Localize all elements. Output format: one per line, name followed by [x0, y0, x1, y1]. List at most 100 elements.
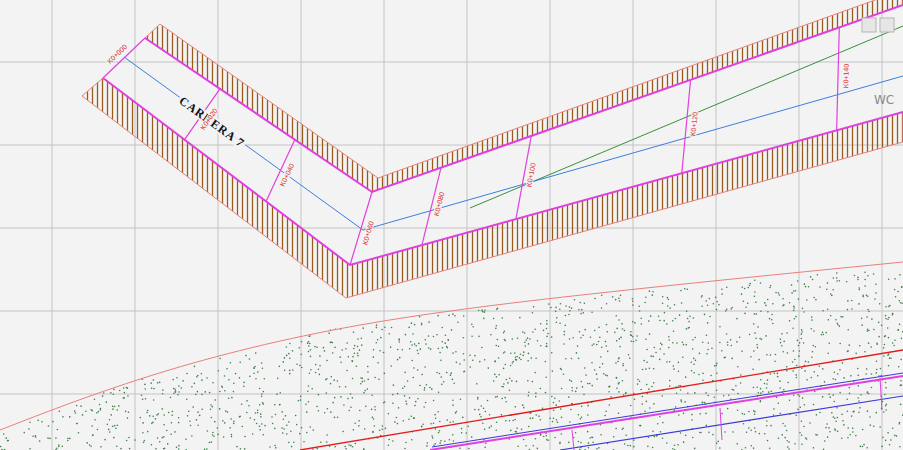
vegetation-dot: [599, 336, 601, 338]
vegetation-dot: [882, 437, 884, 439]
vegetation-dot: [282, 361, 284, 363]
vegetation-dot: [289, 343, 291, 345]
vegetation-dot: [771, 314, 773, 316]
vegetation-dot: [128, 411, 130, 413]
vegetation-dot: [786, 440, 788, 442]
vegetation-dot: [716, 363, 718, 365]
vegetation-dot: [166, 430, 168, 432]
vegetation-dot: [687, 327, 689, 329]
vegetation-dot: [74, 410, 76, 412]
vegetation-dot: [244, 448, 246, 450]
vegetation-dot: [652, 291, 654, 293]
vegetation-dot: [866, 295, 868, 297]
vegetation-dot: [797, 409, 799, 411]
vegetation-dot: [178, 445, 180, 447]
vegetation-dot: [452, 399, 454, 401]
vegetation-dot: [444, 440, 446, 442]
vegetation-dot: [512, 361, 514, 363]
vegetation-dot: [452, 404, 454, 406]
vegetation-dot: [333, 379, 335, 381]
vegetation-dot: [708, 432, 710, 434]
vegetation-dot: [736, 318, 738, 320]
vegetation-dot: [579, 331, 581, 333]
vegetation-dot: [451, 329, 453, 331]
vegetation-dot: [716, 442, 718, 444]
vegetation-dot: [569, 310, 571, 312]
vegetation-dot: [401, 349, 403, 351]
vegetation-dot: [870, 346, 872, 348]
vegetation-dot: [144, 388, 146, 390]
vegetation-dot: [888, 306, 890, 308]
vegetation-dot: [884, 335, 886, 337]
vegetation-dot: [552, 421, 554, 423]
vegetation-dot: [225, 410, 227, 412]
vegetation-dot: [478, 409, 480, 411]
vegetation-dot: [620, 337, 622, 339]
vegetation-dot: [646, 361, 648, 363]
vegetation-dot: [554, 397, 556, 399]
vegetation-dot: [643, 360, 645, 362]
vegetation-dot: [753, 323, 755, 325]
vegetation-dot: [330, 411, 332, 413]
vegetation-dot: [902, 414, 903, 416]
vegetation-dot: [90, 409, 92, 411]
vegetation-dot: [839, 280, 841, 282]
vegetation-dot: [178, 385, 180, 387]
vegetation-dot: [848, 344, 850, 346]
vegetation-dot: [261, 423, 263, 425]
vegetation-dot: [126, 387, 128, 389]
vegetation-dot: [456, 411, 458, 413]
vegetation-dot: [367, 379, 369, 381]
vegetation-dot: [80, 405, 82, 407]
vegetation-dot: [640, 425, 642, 427]
vegetation-dot: [764, 433, 766, 435]
vegetation-dot: [495, 345, 497, 347]
vegetation-dot: [436, 372, 438, 374]
vegetation-dot: [489, 427, 491, 429]
vegetation-dot: [740, 374, 742, 376]
vegetation-dot: [257, 409, 259, 411]
vegetation-dot: [716, 372, 718, 374]
vegetation-dot: [757, 347, 759, 349]
vegetation-dot: [887, 327, 889, 329]
lower-road: [300, 350, 903, 450]
vegetation-dot: [759, 433, 761, 435]
vegetation-dot: [554, 437, 556, 439]
vegetation-dot: [873, 273, 875, 275]
vegetation-dot: [497, 308, 499, 310]
vegetation-dot: [428, 335, 430, 337]
vegetation-dot: [430, 348, 432, 350]
vegetation-dot: [862, 296, 864, 298]
vegetation-dot: [399, 341, 401, 343]
vegetation-dot: [578, 441, 580, 443]
vegetation-dot: [271, 416, 273, 418]
vegetation-dot: [433, 400, 435, 402]
vegetation-dot: [216, 427, 218, 429]
vegetation-dot: [392, 394, 394, 396]
vegetation-dot: [799, 432, 801, 434]
vegetation-dot: [283, 428, 285, 430]
vegetation-dot: [159, 441, 161, 443]
vegetation-dot: [764, 383, 766, 385]
vegetation-dot: [655, 352, 657, 354]
vegetation-dot: [357, 355, 359, 357]
vegetation-dot: [405, 401, 407, 403]
vegetation-dot: [607, 351, 609, 353]
vegetation-dot: [129, 448, 131, 450]
vegetation-dot: [199, 415, 201, 417]
vegetation-dot: [885, 315, 887, 317]
vegetation-dot: [178, 448, 180, 450]
vegetation-dot: [649, 290, 651, 292]
vegetation-dot: [632, 336, 634, 338]
vegetation-dot: [639, 425, 641, 427]
vegetation-dot: [318, 410, 320, 412]
vegetation-dot: [201, 379, 203, 381]
vegetation-dot: [511, 380, 513, 382]
vegetation-dot: [613, 449, 615, 450]
vegetation-dot: [674, 444, 676, 446]
vegetation-dot: [859, 289, 861, 291]
vegetation-dot: [410, 341, 412, 343]
vegetation-dot: [615, 377, 617, 379]
vegetation-dot: [233, 423, 235, 425]
vegetation-dot: [876, 412, 878, 414]
